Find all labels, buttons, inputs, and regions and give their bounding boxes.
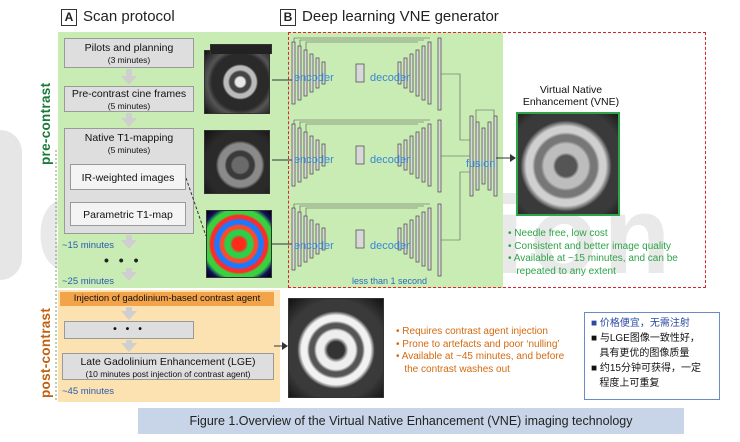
input-connectors xyxy=(186,79,294,245)
arrow-1 xyxy=(121,76,137,85)
vne-bullet-4: repeated to any extent xyxy=(508,265,616,277)
decoder-label-3: decoder xyxy=(370,240,410,252)
param-title: Parametric T1-map xyxy=(83,209,173,221)
vne-bullet-2: • Consistent and better image quality xyxy=(508,240,672,252)
decoder-label-2: decoder xyxy=(370,154,410,166)
cine-title: Pre-contrast cine frames xyxy=(71,88,187,100)
timeline-dashed xyxy=(55,150,57,400)
t1map-sub: (5 minutes) xyxy=(107,145,151,155)
time-15: ~15 minutes xyxy=(62,240,115,251)
zh-notes-box: ■ 价格便宜，无需注射 ■ 与LGE图像一致性好， 具有更优的图像质量 ■ 约1… xyxy=(584,312,720,400)
arrow-6 xyxy=(121,343,137,352)
dots-box: • • • xyxy=(64,321,194,339)
vne-title-line2: Enhancement (VNE) xyxy=(522,96,620,108)
vne-title: Virtual Native Enhancement (VNE) xyxy=(516,84,626,108)
ir-title: IR-weighted images xyxy=(81,172,175,184)
panel-a-header: A Scan protocol xyxy=(61,8,175,26)
param-box: Parametric T1-map xyxy=(70,202,186,226)
lge-bullet-4: the contrast washes out xyxy=(396,363,510,375)
output-arrow xyxy=(496,154,516,162)
gad-box: Injection of gadolinium-based contrast a… xyxy=(60,292,274,306)
ir-image xyxy=(204,130,270,194)
cine-sub: (5 minutes) xyxy=(107,101,151,111)
pilots-title: Pilots and planning xyxy=(84,42,174,54)
pilots-box: Pilots and planning (3 minutes) xyxy=(64,38,194,68)
t1map-title: Native T1-mapping xyxy=(84,132,174,144)
panel-a-title: Scan protocol xyxy=(83,8,175,25)
arrow-4 xyxy=(121,272,137,281)
time-25: ~25 minutes xyxy=(62,276,115,287)
zh-note-2: ■ 与LGE图像一致性好， xyxy=(591,333,700,344)
vne-bullet-1: • Needle free, low cost xyxy=(508,228,608,239)
duration-label: less than 1 second xyxy=(352,276,428,286)
gad-title: Injection of gadolinium-based contrast a… xyxy=(73,293,261,304)
zh-note-5: 程度上可重复 xyxy=(591,378,660,389)
arrow-5 xyxy=(121,311,137,320)
cine-image xyxy=(204,50,270,114)
zh-note-3: 具有更优的图像质量 xyxy=(591,348,690,359)
pilots-sub: (3 minutes) xyxy=(107,55,151,65)
vne-bullet-3: • Available at ~15 minutes, and can be xyxy=(508,253,678,264)
ir-box: IR-weighted images xyxy=(70,164,186,190)
encoder-label-3: encoder xyxy=(294,240,334,252)
cropped-figure-edge xyxy=(0,130,22,280)
arrow-3 xyxy=(121,240,137,249)
fusion-label: fusion xyxy=(466,158,496,170)
lge-sub: (10 minutes post injection of contrast a… xyxy=(85,369,251,379)
time-45: ~45 minutes xyxy=(62,386,115,397)
zh-note-4: ■ 约15分钟可获得，一定 xyxy=(591,363,701,374)
cine-box: Pre-contrast cine frames (5 minutes) xyxy=(64,86,194,112)
panel-a-letter: A xyxy=(61,8,77,26)
panel-b-title: Deep learning VNE generator xyxy=(302,8,499,25)
lge-image xyxy=(288,298,384,398)
panel-b-header: B Deep learning VNE generator xyxy=(280,8,499,26)
vne-bullets: • Needle free, low cost • Consistent and… xyxy=(508,228,678,278)
post-contrast-region xyxy=(58,290,280,402)
encoder-label-1: encoder xyxy=(294,72,334,84)
lge-box: Late Gadolinium Enhancement (LGE) (10 mi… xyxy=(62,353,274,380)
lge-title: Late Gadolinium Enhancement (LGE) xyxy=(80,356,256,368)
t1map-image xyxy=(206,210,272,278)
figure-caption: Figure 1.Overview of the Virtual Native … xyxy=(138,408,684,434)
pre-contrast-label: pre-contrast xyxy=(38,82,53,165)
dots-1: • • • xyxy=(104,252,142,268)
arrow-2 xyxy=(121,118,137,127)
lge-bullet-1: • Requires contrast agent injection xyxy=(396,326,548,337)
zh-note-1: ■ 价格便宜，无需注射 xyxy=(591,318,690,329)
generator-frame xyxy=(288,32,706,288)
network-diagram xyxy=(291,37,498,277)
dots-2: • • • xyxy=(113,323,145,335)
lge-bullet-2: • Prone to artefacts and poor ‘nulling’ xyxy=(396,338,560,350)
panel-b-letter: B xyxy=(280,8,296,26)
lge-arrow xyxy=(274,342,288,350)
lge-bullet-3: • Available at ~45 minutes, and before xyxy=(396,351,565,362)
encoder-label-2: encoder xyxy=(294,154,334,166)
vne-title-line1: Virtual Native xyxy=(539,84,603,96)
lge-bullets: • Requires contrast agent injection • Pr… xyxy=(396,326,564,376)
vne-image xyxy=(516,112,620,216)
decoder-label-1: decoder xyxy=(370,72,410,84)
